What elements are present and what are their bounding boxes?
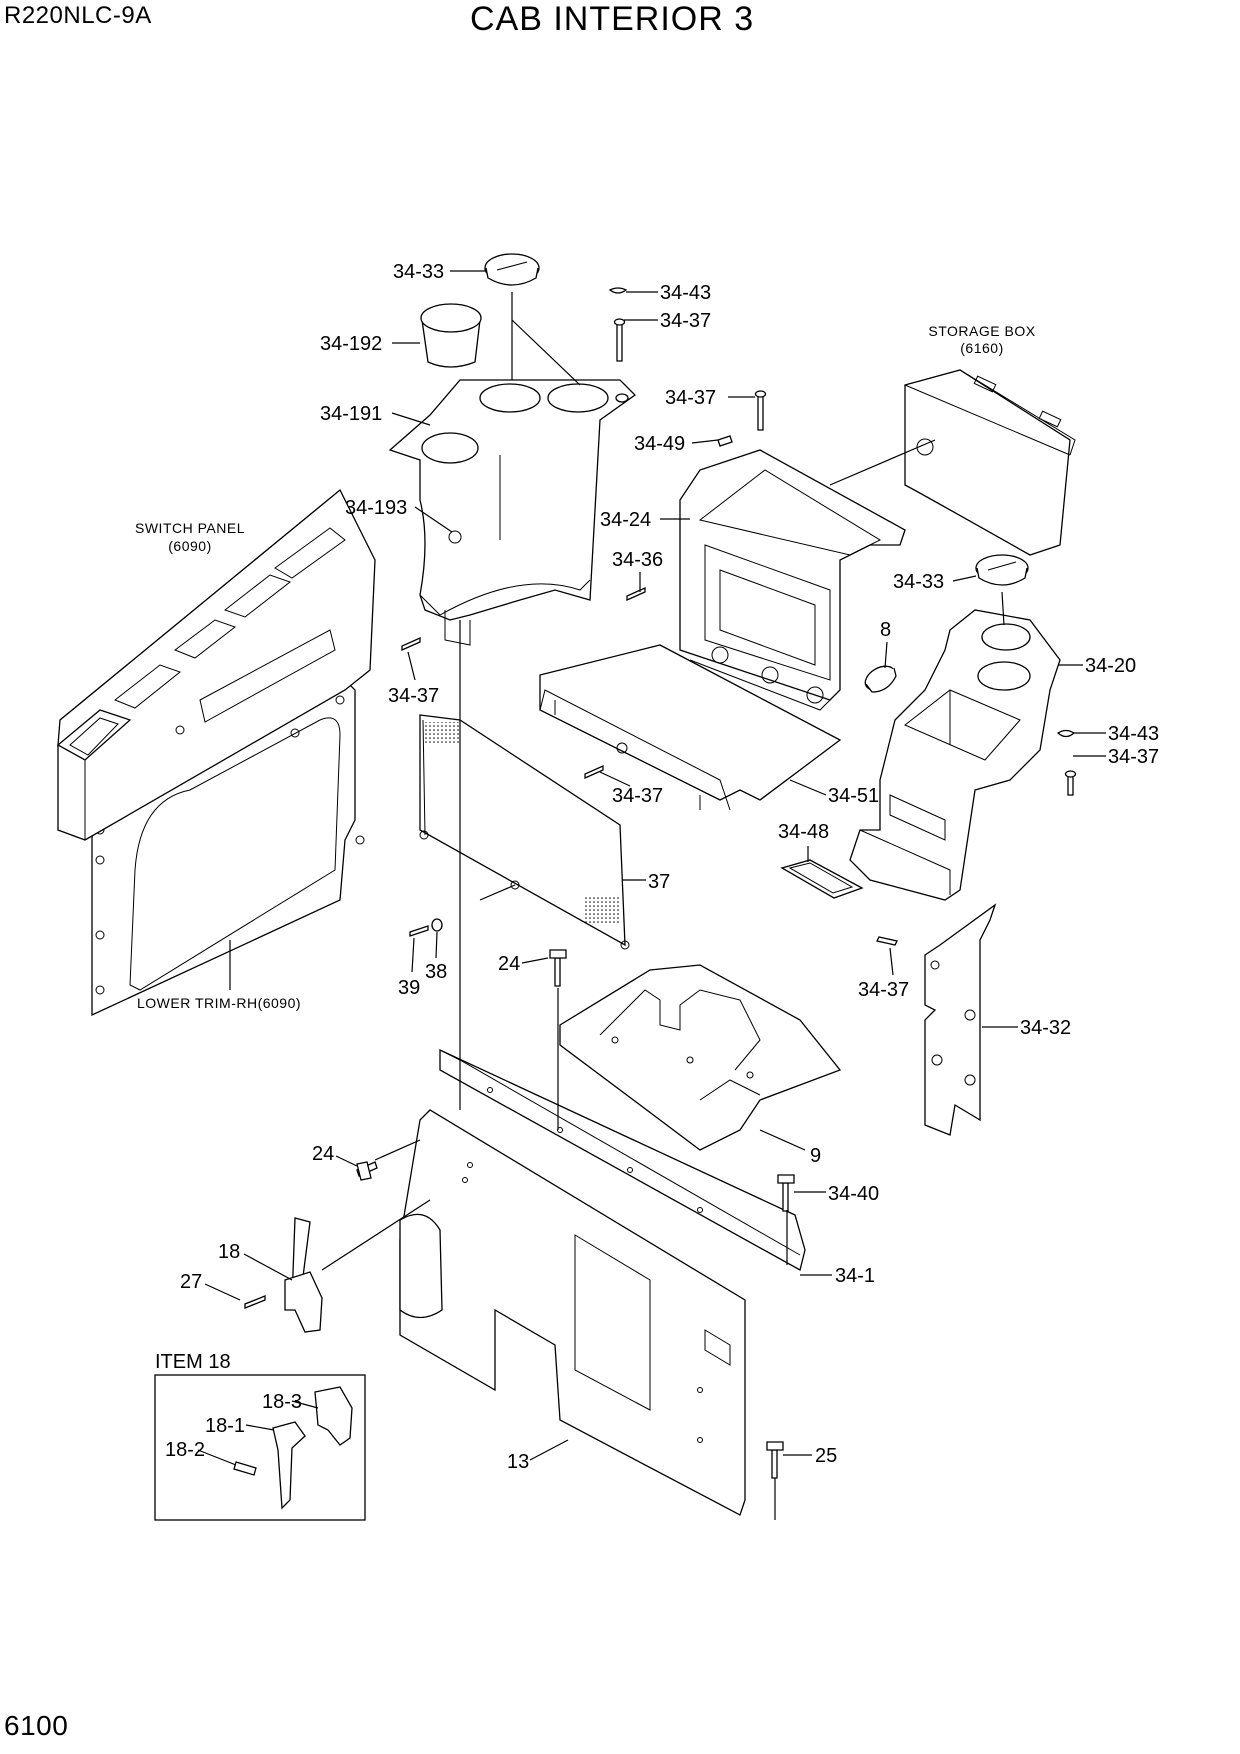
callout-34-37-top: 34-37	[660, 310, 711, 332]
cup-insert-part	[420, 303, 482, 368]
side-plate-part	[924, 903, 997, 1136]
callout-34-37-lower: 34-37	[858, 979, 909, 1001]
switch-panel-ref-line2: (6090)	[168, 538, 211, 554]
knob-part	[864, 665, 897, 693]
handle-part	[284, 1217, 323, 1333]
storage-box-ref-line1: STORAGE BOX	[928, 323, 1035, 339]
pad-part	[780, 859, 864, 899]
callout-9: 9	[810, 1145, 821, 1167]
callout-39: 39	[398, 977, 420, 999]
callout-27: 27	[180, 1271, 202, 1293]
callout-34-40: 34-40	[828, 1183, 879, 1205]
cup-holder-cap-top	[484, 253, 540, 286]
switch-panel-part	[56, 488, 376, 841]
assembly-lines	[321, 620, 788, 1520]
storage-box-ref-line2: (6160)	[960, 340, 1003, 356]
callout-34-48: 34-48	[778, 821, 829, 843]
inset-latch-part	[314, 1386, 353, 1446]
callout-34-37-left: 34-37	[388, 685, 439, 707]
callout-24-b: 24	[312, 1143, 334, 1165]
console-frame-part	[679, 449, 906, 711]
callout-34-191: 34-191	[320, 403, 382, 425]
callout-34-193: 34-193	[345, 497, 407, 519]
callout-24-a: 24	[498, 953, 520, 975]
callout-34-37-a: 34-37	[665, 387, 716, 409]
bracket-part	[559, 964, 842, 1151]
callout-34-33-top: 34-33	[393, 261, 444, 283]
right-console-part	[849, 609, 1061, 901]
page-number: 6100	[4, 1710, 69, 1741]
callout-34-37-right: 34-37	[1108, 746, 1159, 768]
page-title: CAB INTERIOR 3	[470, 0, 755, 38]
callout-labels: 34-33 34-43 34-37 34-192 34-191 34-193 3…	[165, 261, 1159, 1473]
model-code: R220NLC-9A	[4, 2, 152, 29]
cup-holder-console-part	[388, 379, 637, 646]
callout-8: 8	[880, 619, 891, 641]
callout-34-20: 34-20	[1085, 655, 1136, 677]
callout-34-49: 34-49	[634, 433, 685, 455]
callout-34-33-right: 34-33	[893, 571, 944, 593]
callout-34-36: 34-36	[612, 549, 663, 571]
callout-34-43-top: 34-43	[660, 282, 711, 304]
callout-34-1: 34-1	[835, 1265, 875, 1287]
item-18-inset-title: ITEM 18	[155, 1351, 231, 1373]
screw-fasteners	[244, 287, 1077, 1479]
callout-25: 25	[815, 1445, 837, 1467]
base-plate-part	[399, 1109, 746, 1516]
callout-13: 13	[507, 1451, 529, 1473]
tray-part	[539, 644, 842, 811]
callout-34-32: 34-32	[1020, 1017, 1071, 1039]
callout-38: 38	[425, 961, 447, 983]
callout-18: 18	[218, 1241, 240, 1263]
callout-37: 37	[648, 871, 670, 893]
callout-34-192: 34-192	[320, 333, 382, 355]
callout-18-1: 18-1	[205, 1415, 245, 1437]
callout-18-2: 18-2	[165, 1439, 205, 1461]
inset-pin-part	[233, 1461, 257, 1476]
switch-panel-ref-line1: SWITCH PANEL	[135, 520, 245, 536]
cup-holder-cap-right	[975, 554, 1029, 586]
grille-panel-part	[419, 714, 630, 950]
callout-34-51: 34-51	[828, 785, 879, 807]
lower-trim-ref: LOWER TRIM-RH(6090)	[137, 995, 301, 1011]
storage-box-part	[904, 369, 1076, 556]
callout-34-37-mid: 34-37	[612, 785, 663, 807]
callout-34-24: 34-24	[600, 509, 651, 531]
inset-handle-part	[272, 1421, 306, 1510]
callout-34-43-right: 34-43	[1108, 723, 1159, 745]
callout-18-3: 18-3	[262, 1391, 302, 1413]
